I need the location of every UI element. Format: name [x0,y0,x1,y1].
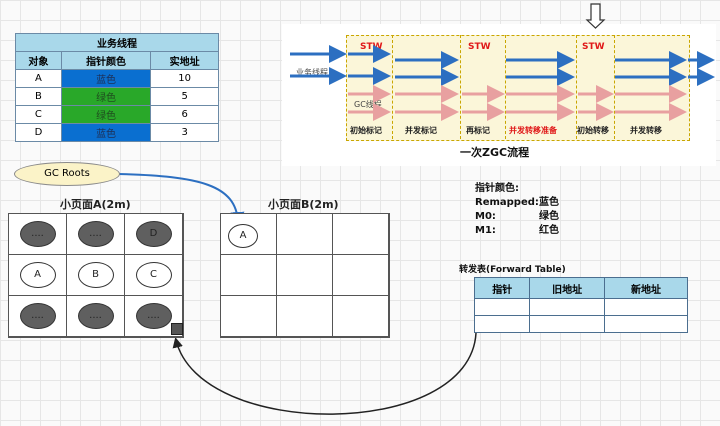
page-a-title: 小页面A(2m) [60,198,131,211]
table-row: C 绿色 6 [15,105,219,124]
page-cell: .... [8,213,67,255]
col-old-address: 旧地址 [529,277,605,299]
legend-key: M1: [475,225,496,236]
forward-table: 指针 旧地址 新地址 [473,277,689,333]
page-cell: C [124,254,183,296]
business-thread-table: 业务线程 对象 指针颜色 实地址 A 蓝色 10 B 绿色 5 C 绿色 6 D… [15,33,219,142]
color-cell: 绿色 [60,87,152,106]
address-cell: 3 [150,123,219,142]
object-node: C [135,262,172,288]
legend-title: 指针颜色: [475,183,519,194]
page-cell [220,295,277,337]
object-node: .... [77,221,114,247]
page-cell: .... [66,295,125,337]
page-cell: B [66,254,125,296]
page-cell [332,213,389,255]
legend-key: M0: [475,211,496,222]
table-row [473,315,689,333]
phase-divider [505,35,506,139]
page-cell: A [220,213,277,255]
phase-label: 并发标记 [405,126,437,135]
page-a-grid: .... .... D A B C .... .... .... [8,213,184,338]
page-cell [332,295,389,337]
color-cell: 蓝色 [60,123,152,142]
zgc-flow-box [346,35,690,141]
stw-label: STW [468,42,491,52]
page-cell [220,254,277,296]
object-node: D [135,221,172,247]
object-node: .... [19,303,56,329]
forward-table-loop-arrow [172,332,477,415]
pointer-color-legend: 指针颜色: Remapped: 蓝色 M0: 绿色 M1: 红色 [475,182,559,238]
phase-label-highlight: 并发转移准备 [509,126,557,135]
page-a-corner-marker [171,323,183,335]
phase-divider [392,35,393,139]
object-node: A [19,262,56,288]
phase-divider [576,35,577,139]
phase-label: 再标记 [466,126,490,135]
phase-label: 初始转移 [577,126,609,135]
legend-value: 红色 [539,225,559,236]
table-row: B 绿色 5 [15,87,219,106]
page-cell: .... [8,295,67,337]
page-cell: D [124,213,183,255]
table-row: D 蓝色 3 [15,123,219,142]
object-cell: D [15,123,62,142]
phase-label: 初始标记 [350,126,382,135]
page-cell: .... [66,213,125,255]
col-pointer-color: 指针颜色 [60,51,152,70]
stw-label: STW [360,42,383,52]
table-row [473,298,689,316]
legend-row: M0: 绿色 [475,210,559,224]
object-node: B [77,262,114,288]
legend-row: Remapped: 蓝色 [475,196,559,210]
phase-label: 并发转移 [630,126,662,135]
col-pointer: 指针 [473,277,531,299]
zgc-flow-title: 一次ZGC流程 [460,146,530,159]
page-b-grid: A [220,213,390,338]
col-real-address: 实地址 [150,51,219,70]
page-cell [332,254,389,296]
legend-key: Remapped: [475,197,539,208]
page-cell [276,213,333,255]
col-new-address: 新地址 [603,277,689,299]
phase-divider [460,35,461,139]
gc-thread-label: GC线程 [354,100,382,109]
phase-divider [614,35,615,139]
business-thread-label: 业务线程 [296,68,328,77]
down-arrow-icon [585,3,606,29]
forward-table-title: 转发表(Forward Table) [459,265,566,275]
page-b-title: 小页面B(2m) [268,198,339,211]
object-node-selected[interactable]: A [228,224,258,248]
page-cell [276,254,333,296]
object-node: .... [135,303,172,329]
legend-value: 绿色 [539,211,559,222]
object-node: .... [19,221,56,247]
gc-roots-reference-arrow [117,173,245,226]
page-cell [276,295,333,337]
page-cell: .... [124,295,183,337]
page-cell: A [8,254,67,296]
legend-row: M1: 红色 [475,224,559,238]
object-node: .... [77,303,114,329]
gc-roots-node: GC Roots [14,162,120,186]
legend-value: 蓝色 [539,197,559,208]
stw-label: STW [582,42,605,52]
